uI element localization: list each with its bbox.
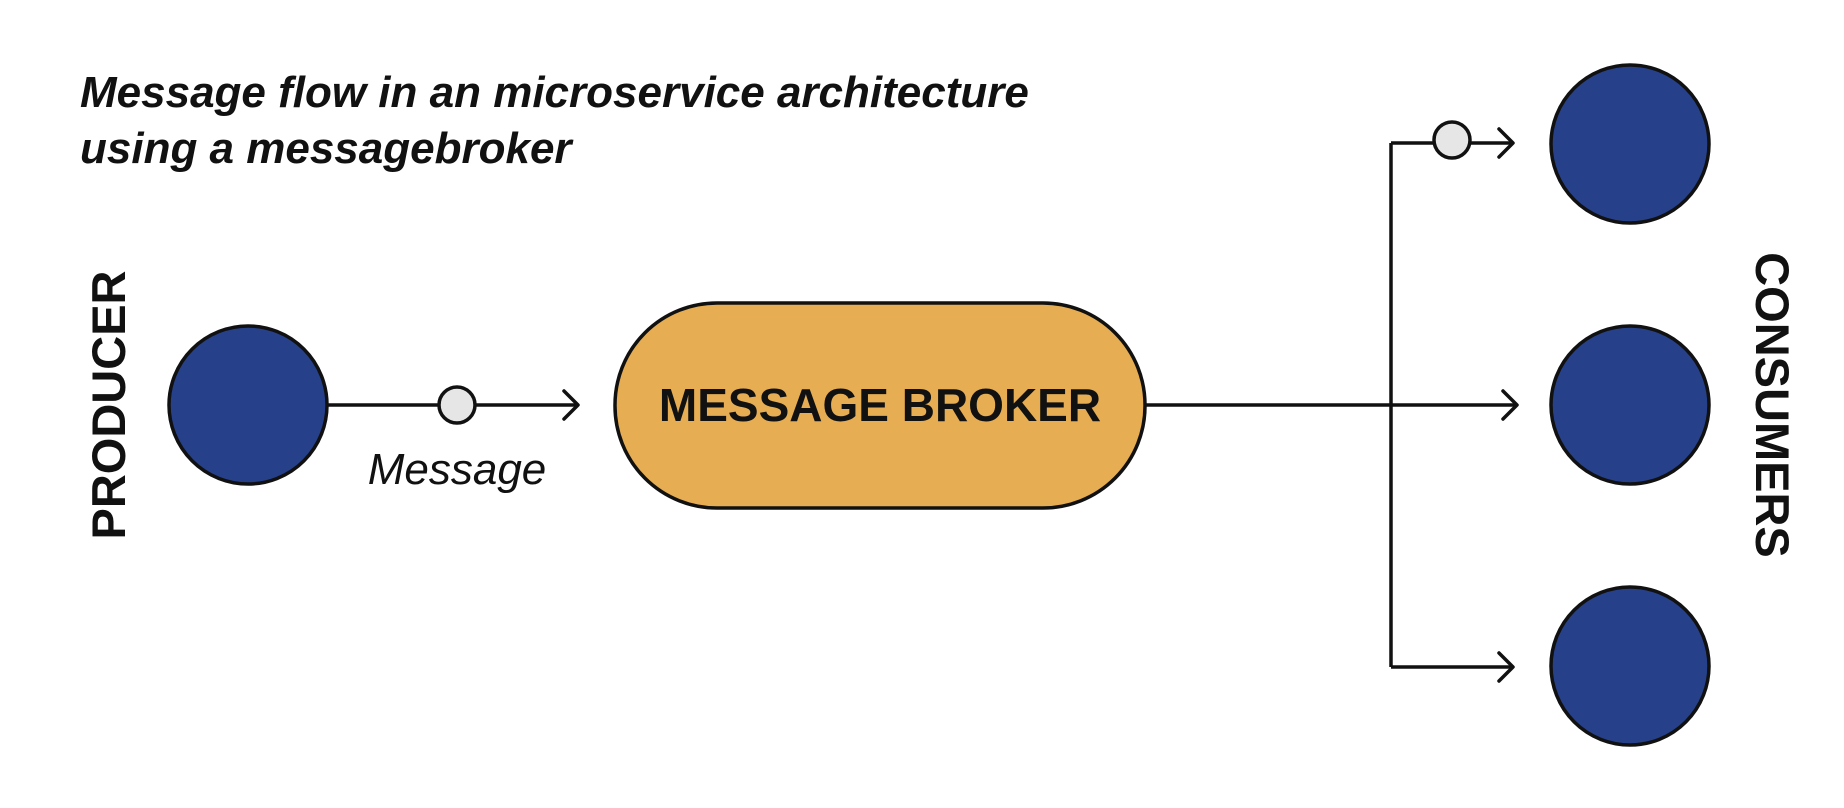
consumers-label: CONSUMERS (1746, 252, 1799, 558)
diagram-title-line-2: using a messagebroker (80, 124, 574, 173)
consumer-node-2 (1549, 324, 1711, 486)
producer-label: PRODUCER (82, 271, 135, 540)
consumer-2-arrowhead (1501, 389, 1519, 421)
consumer-1-arrowhead (1497, 127, 1515, 159)
message-token (437, 385, 477, 425)
message-broker-label: MESSAGE BROKER (659, 379, 1101, 431)
consumer-node-1 (1549, 63, 1711, 225)
producer-to-broker-arrowhead (562, 389, 580, 421)
message-token-consumer-1 (1432, 120, 1472, 160)
consumer-3-arrowhead (1497, 651, 1515, 683)
consumer-node-3 (1549, 585, 1711, 747)
message-label: Message (368, 445, 547, 494)
producer-node (167, 324, 329, 486)
diagram-title-line-1: Message flow in an microservice architec… (80, 68, 1029, 117)
